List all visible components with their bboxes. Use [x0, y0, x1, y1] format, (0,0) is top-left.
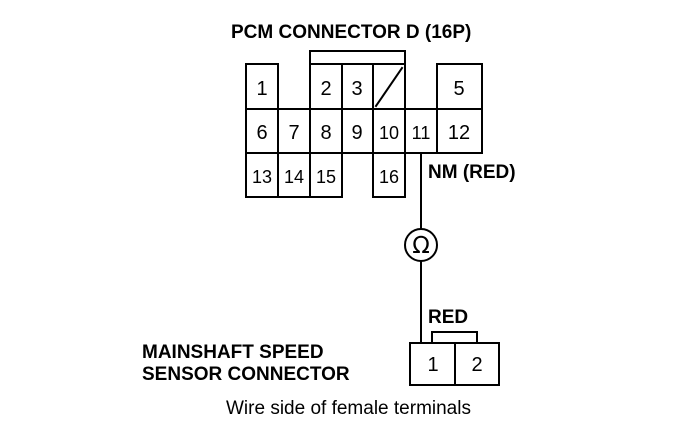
pcm-pin-label: 8: [320, 122, 331, 144]
sensor-connector-title-line2: SENSOR CONNECTOR: [142, 364, 350, 385]
sensor-pin-label: 2: [471, 354, 482, 376]
ohm-symbol: Ω: [412, 233, 430, 259]
sensor-pin-cell-2: [454, 342, 500, 386]
pcm-pin-label: 9: [351, 122, 362, 144]
pcm-pin-cell-5: [436, 63, 483, 110]
pcm-pin-label: 2: [320, 78, 331, 100]
pcm-pin-label: 12: [448, 122, 470, 144]
pcm-pin-cell-15: [309, 152, 343, 198]
caption: Wire side of female terminals: [226, 398, 471, 419]
pcm-pin-cell-11: [404, 108, 438, 154]
sensor-wire-color-label: RED: [428, 307, 468, 328]
pcm-pin-label: 5: [453, 78, 464, 100]
pcm-pin-label: 10: [379, 123, 399, 143]
pcm-pin-label: 16: [379, 167, 399, 187]
pcm-pin-label: 3: [351, 78, 362, 100]
pcm-pin-label: 13: [252, 167, 272, 187]
pcm-pin-cell-12: [436, 108, 483, 154]
pcm-pin-label: 14: [284, 167, 304, 187]
pcm-pin-label: 11: [412, 123, 431, 143]
pcm-pin-label: 15: [316, 167, 336, 187]
pcm-pin-label: 6: [256, 122, 267, 144]
sensor-connector-title-line1: MAINSHAFT SPEED: [142, 342, 324, 363]
pcm-pin-label: 7: [288, 122, 299, 144]
pcm-pin-4-unused-slash: [374, 66, 404, 108]
pcm-connector-title: PCM CONNECTOR D (16P): [231, 22, 471, 43]
pcm-pin-cell-14: [277, 152, 311, 198]
sensor-connector-lock-tab: [431, 331, 478, 344]
pcm-wire-label: NM (RED): [428, 162, 516, 183]
sensor-pin-label: 1: [427, 354, 438, 376]
pcm-pin-cell-16: [372, 152, 406, 198]
pcm-connector-lock-tab: [309, 50, 406, 65]
pcm-pin-label: 1: [256, 78, 267, 100]
